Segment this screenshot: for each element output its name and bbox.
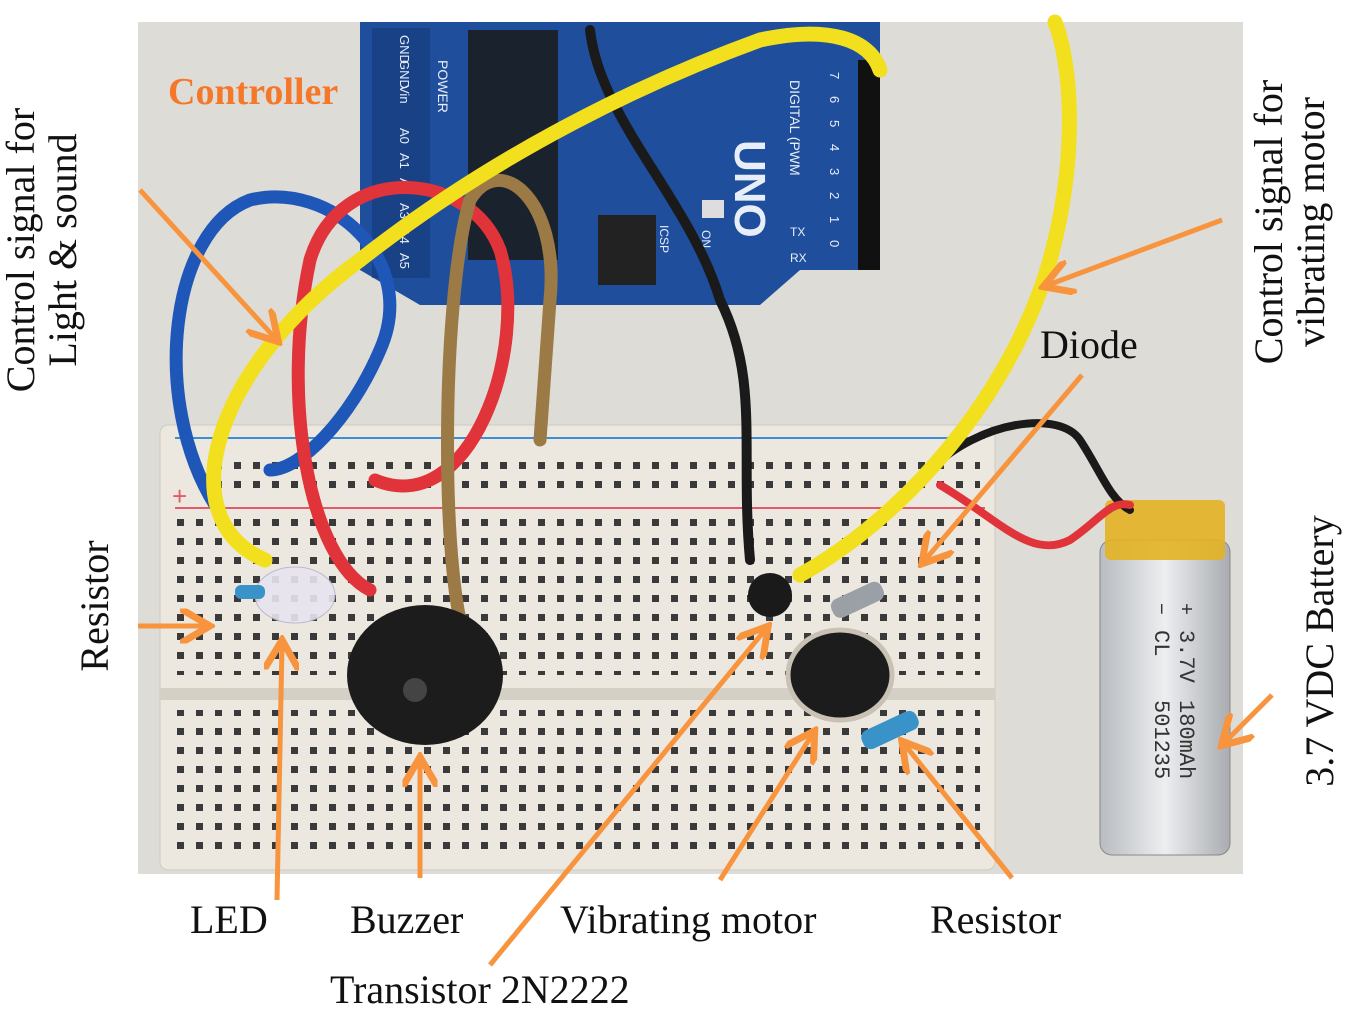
resistor-led xyxy=(235,585,265,599)
diode-body xyxy=(830,581,884,618)
label-control-light-sound: Control signal for Light & sound xyxy=(0,100,100,400)
digital-pin-labels: 7 6 5 4 3 2 1 0 xyxy=(827,72,842,247)
battery-plus: + xyxy=(1173,603,1196,615)
label-diode: Diode xyxy=(1040,322,1138,367)
rx-text: RX xyxy=(790,251,807,265)
power-text: POWER xyxy=(435,60,451,113)
tx-text: TX xyxy=(790,225,805,239)
red-wire xyxy=(291,181,515,597)
digital-pin-label-3: 4 xyxy=(827,144,842,151)
battery-model: 501235 xyxy=(1148,700,1173,779)
uno-text: UNO xyxy=(725,140,774,238)
components xyxy=(235,566,919,750)
label-control-motor-line1: Control signal for xyxy=(1246,79,1291,365)
controller-label: Controller xyxy=(168,71,339,113)
digital-pin-label-6: 1 xyxy=(827,216,842,223)
motor-body xyxy=(785,627,895,723)
label-transistor: Transistor 2N2222 xyxy=(330,967,630,1012)
digital-text: DIGITAL (PWM xyxy=(787,80,803,176)
label-led: LED xyxy=(190,897,268,942)
digital-pin-label-4: 3 xyxy=(827,168,842,175)
digital-pin-label-2: 5 xyxy=(827,120,842,127)
arrow-diode xyxy=(925,373,1084,560)
red-wire-battery xyxy=(936,481,1134,550)
label-control-light-line2: Light & sound xyxy=(40,133,85,367)
battery-minus: − xyxy=(1148,603,1171,615)
arrow-control-light xyxy=(138,188,275,338)
arrow-resistor-bottom xyxy=(905,745,1014,880)
label-resistor-bottom: Resistor xyxy=(930,897,1062,942)
label-control-motor-line2: vibrating motor xyxy=(1288,97,1333,347)
transistor-body xyxy=(748,573,792,617)
label-control-motor: Control signal for vibrating motor xyxy=(1246,52,1348,392)
battery-capacity: 180mAh xyxy=(1173,700,1198,779)
label-control-light-line1: Control signal for xyxy=(0,107,43,393)
black-wire-battery xyxy=(926,419,1134,514)
arduino-board: UNO POWER DIGITAL (PWM ON ICSP TX RX GND… xyxy=(360,22,880,305)
battery-cell: − + CL 3.7V 501235 180mAh xyxy=(1099,500,1231,856)
yellow-wire-left xyxy=(206,26,888,568)
wires xyxy=(169,14,1134,657)
label-vibrating-motor: Vibrating motor xyxy=(560,897,817,942)
arrow-motor xyxy=(717,735,812,882)
analog-pin-label-5: A5 xyxy=(397,253,412,269)
resistor-motor xyxy=(861,710,919,750)
digital-pin-label-5: 2 xyxy=(827,192,842,199)
digital-pin-label-0: 7 xyxy=(827,72,842,79)
arrow-led xyxy=(277,645,282,901)
label-resistor-left: Resistor xyxy=(72,540,117,672)
buzzer-body xyxy=(347,605,503,745)
blue-wire xyxy=(169,190,397,512)
power-pin-label-1: GND xyxy=(397,60,412,89)
brown-wire xyxy=(441,173,558,657)
icsp-text: ICSP xyxy=(657,225,671,253)
power-pin-label-0: GND xyxy=(397,35,412,64)
digital-pin-label-7: 0 xyxy=(827,240,842,247)
led-body xyxy=(254,566,336,624)
svg-text:+: + xyxy=(172,481,187,511)
label-buzzer: Buzzer xyxy=(350,897,464,942)
analog-pin-label-0: A0 xyxy=(397,128,412,144)
arrow-transistor xyxy=(488,630,765,967)
battery-voltage: 3.7V xyxy=(1173,630,1198,684)
battery-brand: CL xyxy=(1148,630,1173,656)
digital-pin-label-1: 6 xyxy=(827,96,842,103)
analog-pin-label-1: A1 xyxy=(397,153,412,169)
power-pin-label-2: Vin xyxy=(397,85,412,104)
on-text: ON xyxy=(699,230,713,248)
arrow-battery xyxy=(1225,693,1274,742)
annotation-arrows xyxy=(138,188,1274,967)
arrow-control-motor xyxy=(1048,217,1223,285)
label-battery: 3.7 VDC Battery xyxy=(1297,515,1342,787)
black-wire xyxy=(585,25,755,565)
